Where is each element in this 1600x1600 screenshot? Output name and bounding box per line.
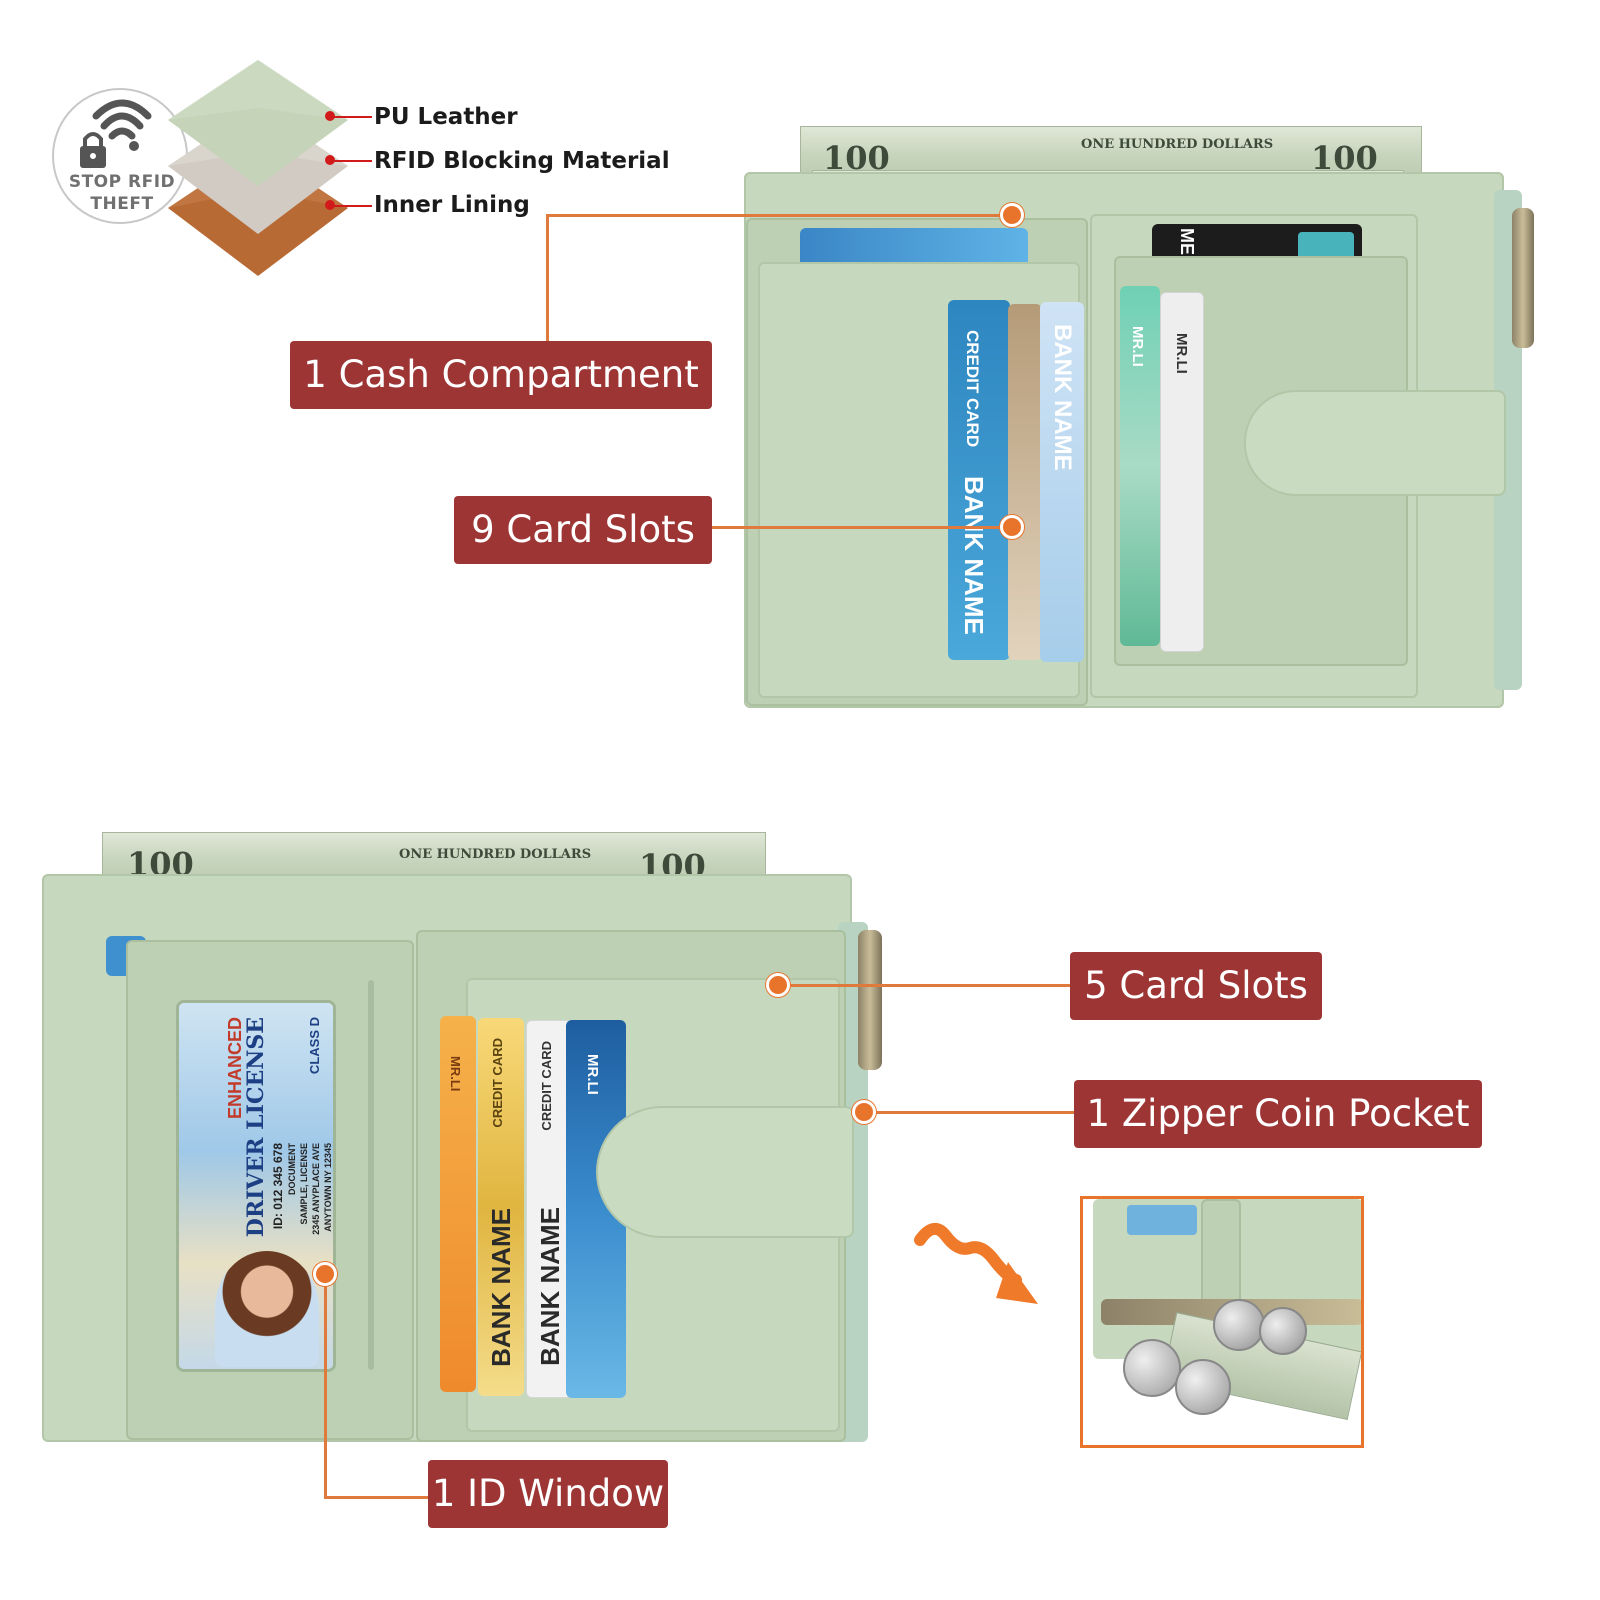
rfid-text-line2: THEFT	[90, 194, 154, 214]
card-vertical-tan	[1008, 304, 1042, 660]
card-text-owner: MR.LI	[584, 1054, 601, 1095]
callout-line	[780, 984, 1072, 987]
card-text-bank: BANK NAME	[1049, 324, 1076, 471]
card-text-bank: BANK NAME	[535, 1207, 565, 1366]
material-pointer-dot	[325, 111, 335, 121]
callout-line	[546, 214, 1012, 217]
lock-wifi-icon	[80, 99, 152, 168]
card-text-owner: MR.LI	[1129, 326, 1146, 367]
material-pointer-dot	[325, 155, 335, 165]
id-window: ENHANCED DRIVER LICENSE ID: 012 345 678 …	[176, 1000, 336, 1372]
license-line: DOCUMENT	[287, 1143, 297, 1195]
material-pointer-line	[328, 116, 372, 118]
card-vertical-gold: CREDIT CARD BANK NAME	[478, 1018, 524, 1396]
card-text-bank: BANK NAME	[959, 476, 989, 635]
card-vertical-orange: MR.LI	[440, 1016, 476, 1392]
material-label-inner-lining: Inner Lining	[374, 192, 530, 218]
flap-slot	[368, 980, 374, 1370]
material-pointer-dot	[325, 200, 335, 210]
license-photo	[215, 1251, 319, 1367]
card-blue-top	[800, 228, 1028, 268]
bill-banner: ONE HUNDRED DOLLARS	[1081, 137, 1274, 152]
callout-cash-compartment: 1 Cash Compartment	[290, 341, 712, 409]
license-class: CLASS D	[307, 1017, 322, 1075]
rfid-text-line1: STOP RFID	[68, 172, 176, 192]
bill-banner: ONE HUNDRED DOLLARS	[399, 847, 592, 862]
callout-dot	[1000, 203, 1024, 227]
zipper-pull-icon	[1512, 208, 1534, 348]
card-text-credit: CREDIT CARD	[490, 1038, 505, 1128]
card-vertical-blue: CREDIT CARD BANK NAME	[948, 300, 1010, 660]
card-text-credit: CREDIT CARD	[539, 1041, 554, 1131]
callout-5-card-slots: 5 Card Slots	[1070, 952, 1322, 1020]
card-vertical-teal: MR.LI	[1120, 286, 1160, 646]
coin-icon	[1259, 1307, 1307, 1355]
license-line: ANYTOWN NY 12345	[323, 1143, 333, 1232]
coin-icon	[1123, 1339, 1181, 1397]
coin-pocket-inset	[1080, 1196, 1364, 1448]
callout-dot	[852, 1100, 876, 1124]
wallet-snap-tab	[1244, 390, 1506, 496]
stop-rfid-badge: STOP RFID THEFT	[52, 88, 188, 224]
card-text-partial: ME	[1177, 228, 1197, 255]
card-vertical-white: CREDIT CARD BANK NAME	[526, 1020, 572, 1398]
callout-id-window: 1 ID Window	[428, 1460, 668, 1528]
callout-line	[710, 526, 1012, 529]
inset-card	[1127, 1205, 1197, 1235]
callout-line	[866, 1111, 1076, 1114]
coin-icon	[1175, 1359, 1231, 1415]
license-line: SAMPLE, LICENSE	[299, 1143, 309, 1225]
zipper-pull-icon	[858, 930, 882, 1070]
callout-dot	[313, 1262, 337, 1286]
callout-dot	[1000, 515, 1024, 539]
material-pointer-line	[328, 160, 372, 162]
material-label-rfid-blocking: RFID Blocking Material	[374, 148, 670, 174]
material-label-pu-leather: PU Leather	[374, 104, 518, 130]
license-line: 2345 ANYPLACE AVE	[311, 1143, 321, 1235]
license-title: DRIVER LICENSE	[243, 1017, 269, 1238]
material-layers-illustration	[168, 60, 348, 276]
card-vertical-light-blue: BANK NAME	[1040, 302, 1084, 662]
callout-line	[324, 1496, 430, 1499]
callout-dot	[766, 973, 790, 997]
card-vertical-white: MR.LI	[1160, 292, 1204, 652]
wallet-snap-tab	[596, 1106, 854, 1238]
material-pointer-line	[328, 205, 372, 207]
callout-9-card-slots: 9 Card Slots	[454, 496, 712, 564]
card-text-owner: MR.LI	[448, 1056, 463, 1092]
callout-zipper-coin-pocket: 1 Zipper Coin Pocket	[1074, 1080, 1482, 1148]
card-text-bank: BANK NAME	[486, 1208, 516, 1367]
squiggle-arrow-icon	[914, 1223, 1038, 1304]
callout-line	[546, 214, 549, 342]
license-id: ID: 012 345 678	[271, 1143, 285, 1230]
callout-line	[324, 1276, 327, 1498]
coin-icon	[1213, 1299, 1265, 1351]
card-text-owner: MR.LI	[1173, 333, 1190, 374]
card-text-credit: CREDIT CARD	[963, 330, 982, 448]
